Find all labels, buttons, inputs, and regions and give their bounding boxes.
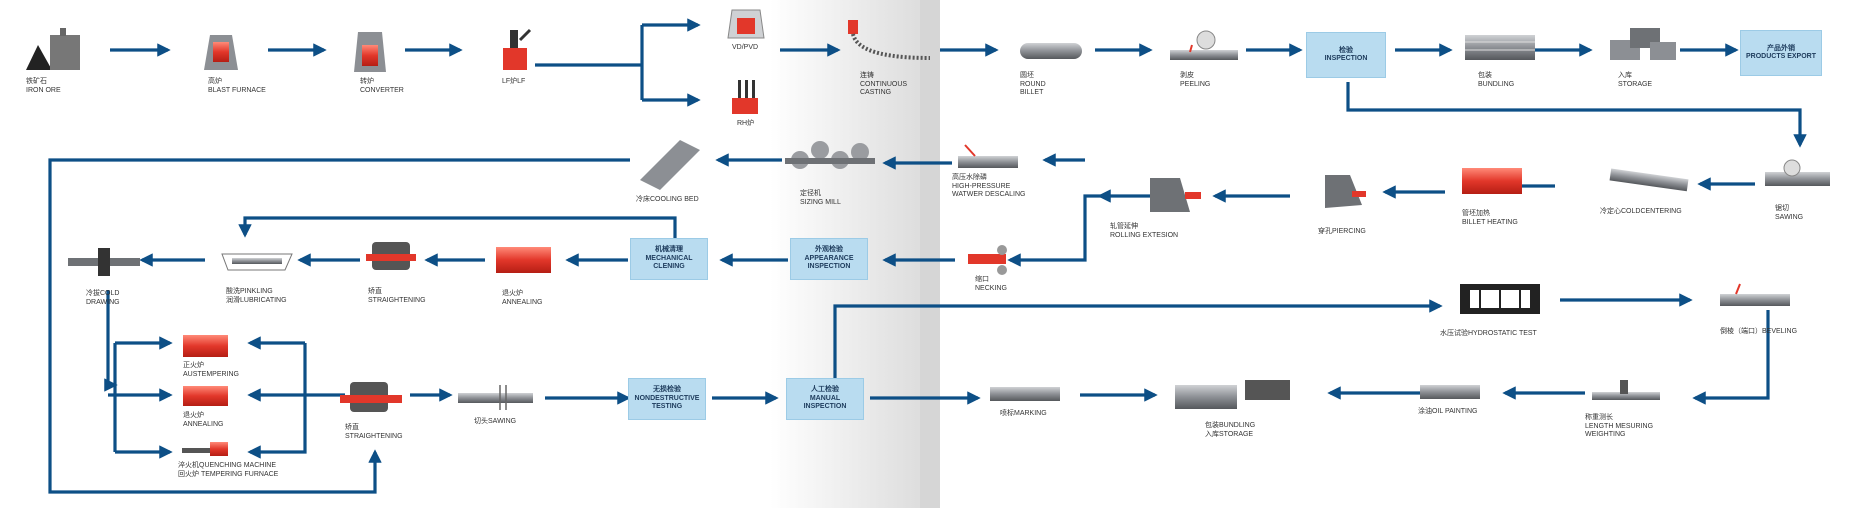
measuring-icon [1592,380,1660,400]
arrow-drawing-branch [104,290,118,392]
ndt-box: 无损检验 NONDESTRUCTIVE TESTING [628,378,706,420]
products-export-en: PRODUCTS EXPORT [1745,53,1816,60]
products-export-box: 产品外销 PRODUCTS EXPORT [1740,30,1822,76]
lf-furnace-icon [503,28,532,70]
marking-label: 喷标MARKING [1000,410,1047,417]
annealing-low-icon [183,386,228,406]
continuous-casting-icon [848,20,931,60]
arrow-inspection-sawing [1346,82,1807,148]
piercing-label: 穿孔PIERCING [1318,228,1366,235]
arrow-back-quenching [247,343,307,459]
bundling-storage-icon [1175,380,1290,409]
manual-inspection-box: 人工检验 MANUAL INSPECTION [786,378,864,420]
bundling-icon [1465,35,1535,60]
rolling-extension-icon [1150,178,1201,212]
quenching-icon [182,442,228,456]
rh-icon [732,80,758,114]
converter-icon [354,32,386,72]
blast-furnace-icon [204,35,238,70]
sawing-icon [1765,159,1830,186]
cold-centering-icon [1609,168,1689,192]
hydrostatic-test-icon [1460,284,1540,314]
hydrostatic-label: 水压试验HYDROSTATIC TEST [1440,330,1537,337]
round-billet-icon [1020,43,1082,59]
cold-drawing-icon [68,248,140,276]
oil-painting-icon [1420,385,1480,399]
rh-label: RH炉 [737,120,755,127]
vd-pvd-label: VD/PVD [732,44,759,51]
arrow-beveling-measuring [1692,310,1770,405]
lf-label: LF炉LF [502,78,526,85]
mechanical-cleaning-box: 机械清理 MECHANICAL CLENING [630,238,708,280]
pickling-icon [221,253,293,271]
products-export-cn: 产品外销 [1767,44,1795,52]
cold-centering-label: 冷定心COLDCENTERING [1600,208,1682,215]
iron-ore-icon [26,28,80,70]
flow-arrows [48,18,1807,494]
peeling-icon [1170,30,1238,60]
cut-sawing-label: 切头SAWING [474,418,517,425]
appearance-inspection-box: 外观检验 APPEARANCE INSPECTION [790,238,868,280]
billet-heating-icon [1462,168,1522,194]
arrow-mechanical-pickling [238,216,677,238]
oil-painting-label: 涂油OIL PAINTING [1418,408,1478,415]
marking-icon [990,387,1060,401]
arrow-loop [1007,194,1100,267]
cooling-bed-label: 冷床COOLING BED [636,196,699,203]
inspection-cn: 检验 [1339,46,1353,54]
cut-sawing-icon [458,385,533,410]
beveling-icon [1720,283,1790,306]
annealing-mid-icon [496,247,551,273]
vd-pvd-icon [727,9,765,39]
cooling-bed-icon [640,140,700,190]
inspection-en: INSPECTION [1324,55,1368,62]
background-band [920,0,940,508]
descaling-icon [958,144,1018,168]
beveling-label: 倒棱（端口）BEVELING [1720,328,1798,335]
straightening-low-icon [340,382,402,412]
piercing-icon [1325,175,1366,208]
arrow-manual-hydro [833,299,1443,378]
necking-icon [968,245,1007,275]
arrow-cooling-loop [48,158,630,494]
straightening-mid-icon [366,242,416,270]
sizing-mill-icon [785,141,875,169]
storage-icon [1610,28,1676,60]
austempering-icon [183,335,228,357]
inspection-box: 检验 INSPECTION [1306,32,1386,78]
